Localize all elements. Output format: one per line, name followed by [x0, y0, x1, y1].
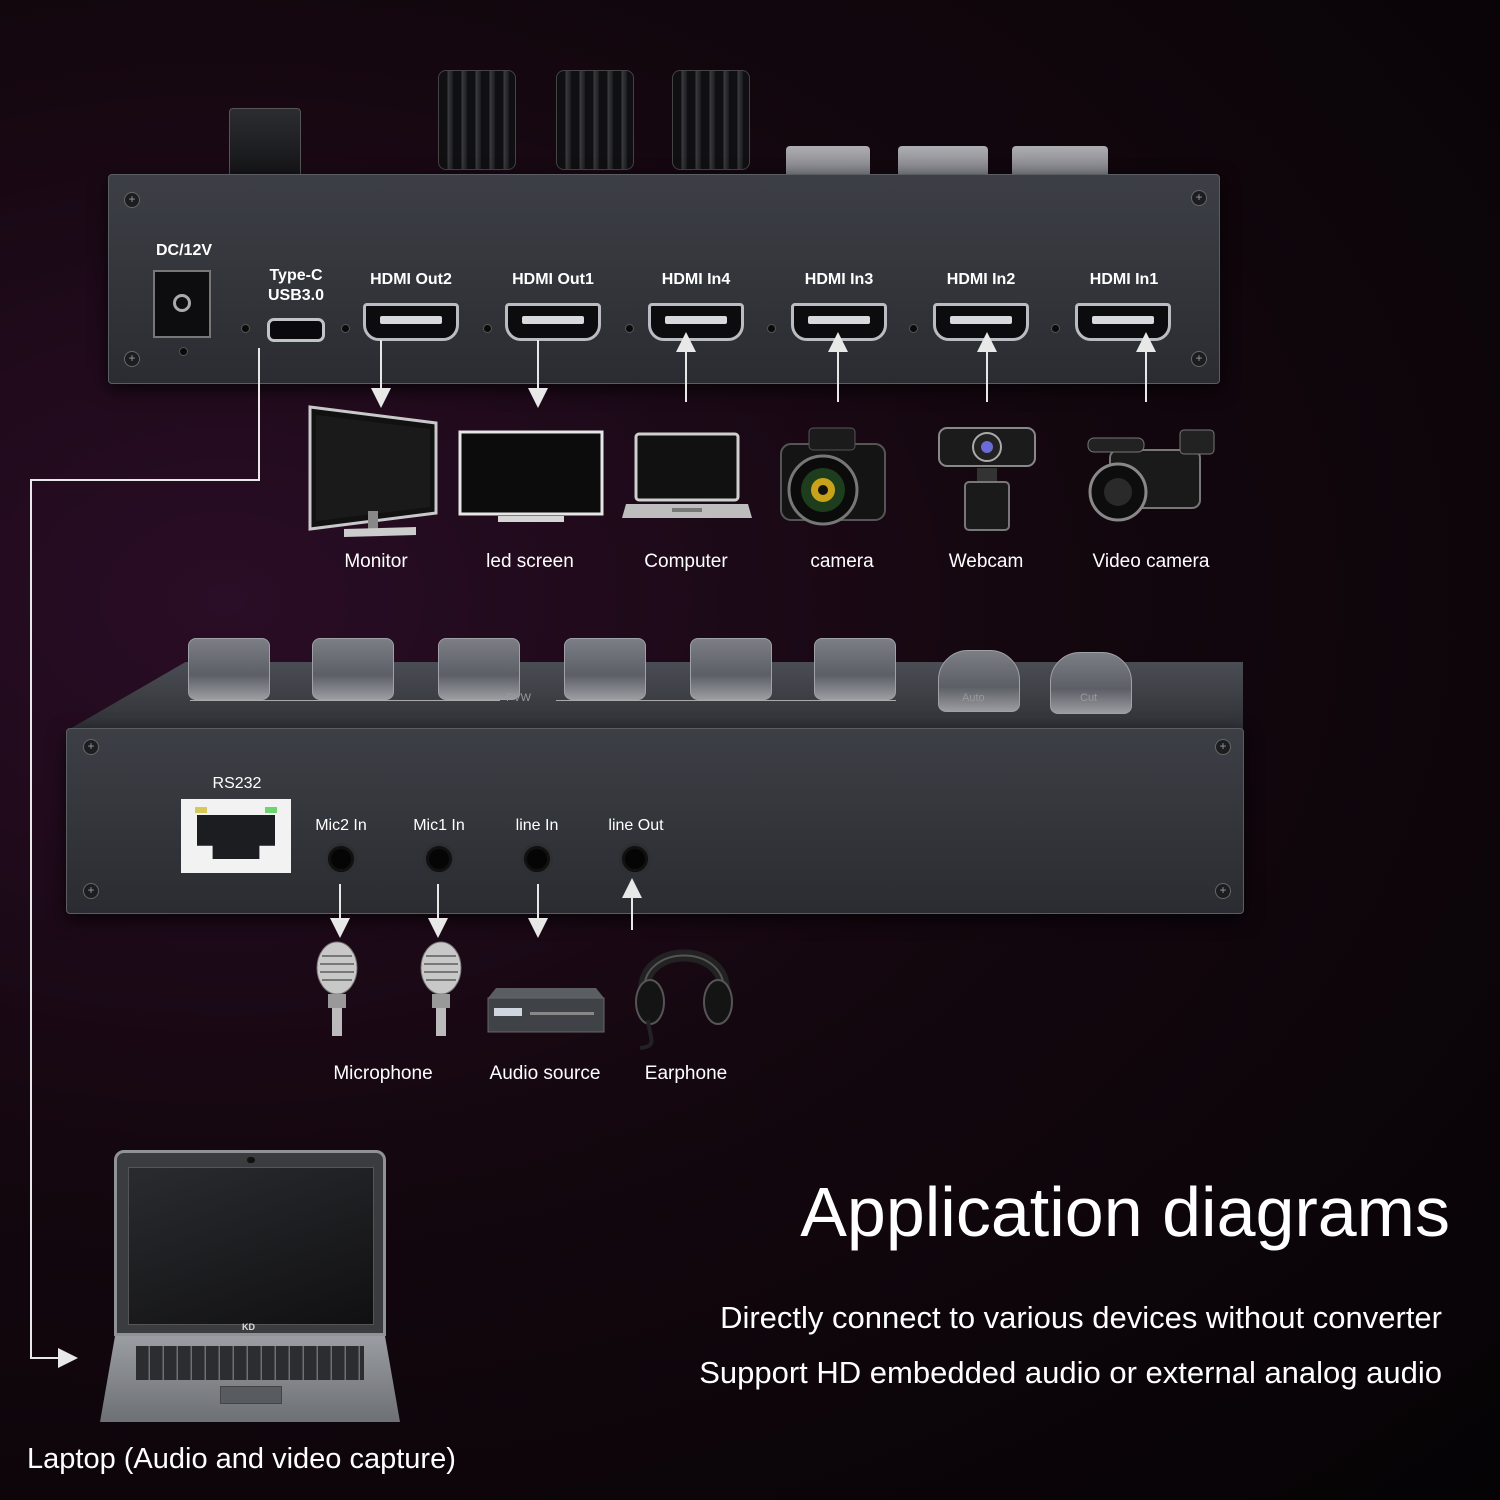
- status-led: [179, 347, 188, 356]
- pvw-button-5[interactable]: [690, 638, 772, 700]
- microphone-icon: [316, 941, 358, 1036]
- mic1-in-jack[interactable]: [423, 843, 455, 875]
- mic1-in-label: Mic1 In: [413, 817, 465, 834]
- pvw-button-4[interactable]: [564, 638, 646, 700]
- screw-icon: +: [1215, 739, 1231, 755]
- cut-button[interactable]: [1050, 652, 1132, 714]
- microphone-label: Microphone: [333, 1063, 433, 1084]
- subtitle-line-2: Support HD embedded audio or external an…: [699, 1355, 1442, 1390]
- mic2-in-jack[interactable]: [325, 843, 357, 875]
- video-camera-label: Video camera: [1092, 551, 1210, 572]
- usb-port-label-line2: USB3.0: [267, 287, 325, 304]
- line-out-jack[interactable]: [619, 843, 651, 875]
- computer-icon: [622, 432, 752, 518]
- status-led: [767, 324, 776, 333]
- status-led: [241, 324, 250, 333]
- subtitle-line-1: Directly connect to various devices with…: [720, 1300, 1442, 1335]
- hdmi-out1-port[interactable]: [505, 303, 601, 341]
- knob-1[interactable]: [438, 70, 516, 170]
- top-button-1[interactable]: [786, 146, 870, 176]
- led-screen-icon: [458, 430, 604, 522]
- top-button-3[interactable]: [1012, 146, 1108, 176]
- switcher-audio-panel: + + + + RS232 Mic2 In Mic1 In line In li…: [66, 728, 1244, 914]
- led-screen-label: led screen: [486, 551, 574, 572]
- line-out-label: line Out: [608, 817, 664, 834]
- hdmi-in2-label: HDMI In2: [946, 271, 1016, 288]
- pvw-group-line: [190, 700, 500, 701]
- status-led: [909, 324, 918, 333]
- hdmi-in3-label: HDMI In3: [804, 271, 874, 288]
- laptop-icon: KD: [86, 1150, 406, 1422]
- power-switch[interactable]: [229, 108, 301, 178]
- mic2-in-label: Mic2 In: [315, 817, 367, 834]
- pvw-group-line-2: [556, 700, 896, 701]
- earphone-icon: [635, 949, 733, 1050]
- webcam-icon: [938, 427, 1036, 531]
- video-camera-icon: [1087, 429, 1215, 522]
- rs232-port[interactable]: [181, 799, 291, 873]
- pvw-button-1[interactable]: [188, 638, 270, 700]
- webcam-label: Webcam: [948, 551, 1024, 572]
- audio-source-label: Audio source: [489, 1063, 601, 1084]
- line-in-label: line In: [515, 817, 559, 834]
- usb-port-label-line1: Type-C: [269, 267, 323, 284]
- usb-to-laptop-line: [30, 348, 260, 1368]
- screw-icon: +: [124, 351, 140, 367]
- hdmi-connector-arrows: [371, 332, 1156, 408]
- camera-icon: [780, 427, 886, 526]
- screw-icon: +: [83, 739, 99, 755]
- hdmi-in4-label: HDMI In4: [661, 271, 731, 288]
- screw-icon: +: [83, 883, 99, 899]
- knob-2[interactable]: [556, 70, 634, 170]
- auto-label: Auto: [962, 692, 985, 704]
- audio-source-icon: [487, 988, 605, 1033]
- auto-button[interactable]: [938, 650, 1020, 712]
- microphone-icon: [420, 941, 462, 1036]
- status-led: [1051, 324, 1060, 333]
- pvw-button-6[interactable]: [814, 638, 896, 700]
- camera-label: camera: [810, 551, 874, 572]
- hdmi-in4-port[interactable]: [648, 303, 744, 341]
- screw-icon: +: [1215, 883, 1231, 899]
- dc-power-jack[interactable]: [153, 270, 211, 338]
- pvw-label: PVW: [506, 692, 532, 704]
- laptop-label: Laptop (Audio and video capture): [27, 1443, 456, 1475]
- monitor-label: Monitor: [344, 551, 408, 572]
- top-button-2[interactable]: [898, 146, 988, 176]
- rs232-label: RS232: [212, 775, 262, 792]
- computer-label: Computer: [644, 551, 728, 572]
- page-title: Application diagrams: [800, 1173, 1450, 1251]
- cut-label: Cut: [1080, 692, 1098, 704]
- knob-3[interactable]: [672, 70, 750, 170]
- earphone-label: Earphone: [644, 1063, 728, 1084]
- status-led: [341, 324, 350, 333]
- pvw-button-3[interactable]: [438, 638, 520, 700]
- pvw-button-2[interactable]: [312, 638, 394, 700]
- status-led: [625, 324, 634, 333]
- screw-icon: +: [124, 192, 140, 208]
- power-port-label: DC/12V: [155, 242, 213, 259]
- status-led: [483, 324, 492, 333]
- screw-icon: +: [1191, 190, 1207, 206]
- line-in-jack[interactable]: [521, 843, 553, 875]
- hdmi-out2-port[interactable]: [363, 303, 459, 341]
- hdmi-out1-label: HDMI Out1: [512, 271, 594, 288]
- hdmi-in1-label: HDMI In1: [1089, 271, 1159, 288]
- switcher-rear-panel: + + + + DC/12V Type-C USB3.0 HDMI Out2 H…: [108, 174, 1220, 384]
- monitor-icon: [308, 405, 438, 537]
- hdmi-out2-label: HDMI Out2: [370, 271, 452, 288]
- usb-c-port[interactable]: [267, 318, 325, 342]
- laptop-brand: KD: [242, 1322, 255, 1332]
- screw-icon: +: [1191, 351, 1207, 367]
